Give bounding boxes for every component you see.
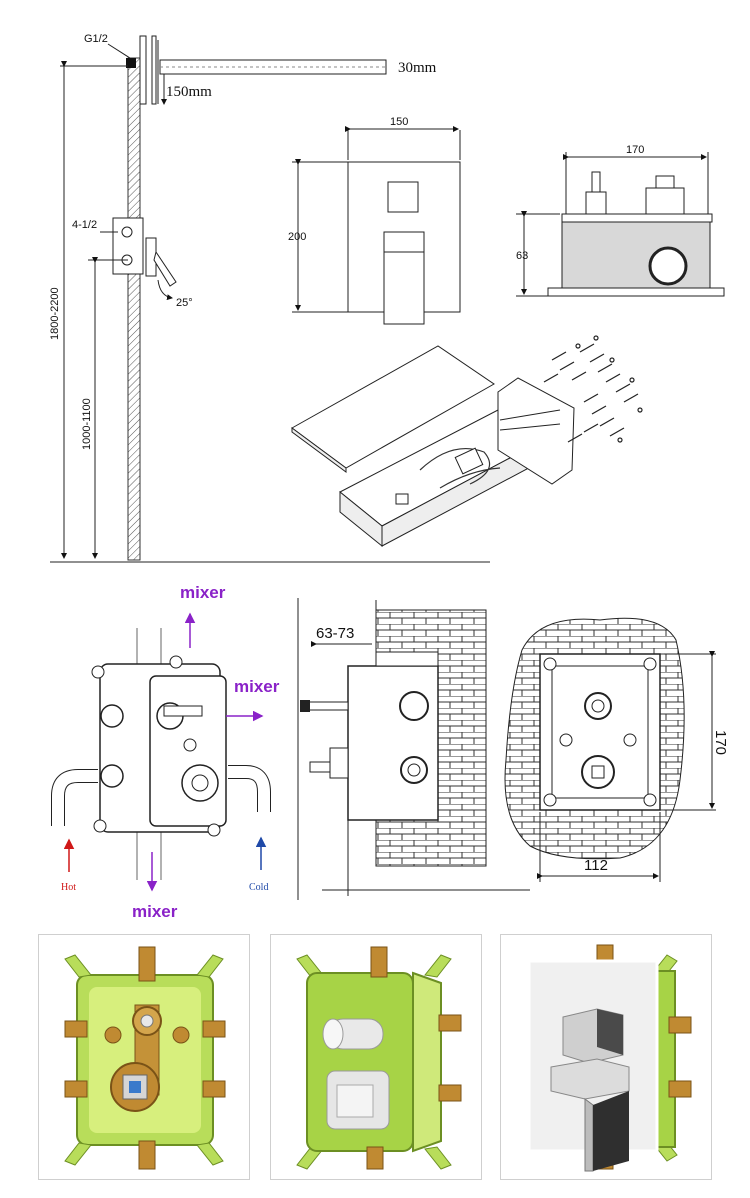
install-width-label: 112 <box>584 857 608 874</box>
total-height-label: 1800-2200 <box>49 287 61 340</box>
depth-range-label: 63-73 <box>316 625 354 642</box>
mixer-flow-diagram: mixer mixer mixer Hot Cold <box>51 583 280 921</box>
arm-offset-label: 150mm <box>166 84 212 100</box>
arm-flange <box>139 35 147 105</box>
photo-3-drawing <box>527 944 692 1172</box>
mixer-bottom-label: mixer <box>132 902 178 921</box>
exploded-view <box>291 335 643 548</box>
valve-height-label: 1000-1100 <box>81 398 93 450</box>
box-in-wall <box>347 665 439 821</box>
cold-label: Cold <box>249 882 268 893</box>
mixer-right-label: mixer <box>234 677 280 696</box>
box-width-label: 170 <box>626 144 644 156</box>
box-port <box>648 246 688 286</box>
valve-thread-label: 4-1/2 <box>72 219 97 231</box>
photo-2-drawing <box>296 946 462 1170</box>
photo-1-drawing <box>64 946 226 1170</box>
screws <box>543 335 643 443</box>
photo-chrome-faceplate-installed <box>500 934 712 1180</box>
front-height-label: 200 <box>288 231 306 243</box>
install-height-label: 170 <box>712 730 729 755</box>
valve-body <box>112 217 144 275</box>
install-side-view: 63-73 <box>300 600 530 896</box>
front-view: 150 200 <box>288 116 461 325</box>
inlet-label: G1/2 <box>84 33 108 45</box>
mixer-lever <box>383 231 425 325</box>
mixer-top-label: mixer <box>180 583 226 602</box>
box-depth-label: 63 <box>516 250 528 262</box>
back-plate <box>497 377 575 485</box>
inlet-fitting <box>126 58 136 68</box>
diverter-knob <box>387 181 419 213</box>
wall-hatch <box>127 57 141 561</box>
front-width-label: 150 <box>390 116 408 128</box>
photo-green-box-with-caps <box>270 934 482 1180</box>
angle-label: 25° <box>176 297 193 309</box>
install-front-view: 170 112 <box>504 617 729 882</box>
box-view: 170 63 <box>516 144 725 297</box>
hot-label: Hot <box>61 882 76 893</box>
valve-handle <box>153 250 177 287</box>
photo-green-box-valve-core <box>38 934 250 1180</box>
box-body <box>561 221 711 291</box>
wall-section-view: G1/2 150mm 30mm 25° 4-1/2 1800-2200 1000… <box>49 33 490 563</box>
head-thickness-label: 30mm <box>398 60 437 76</box>
